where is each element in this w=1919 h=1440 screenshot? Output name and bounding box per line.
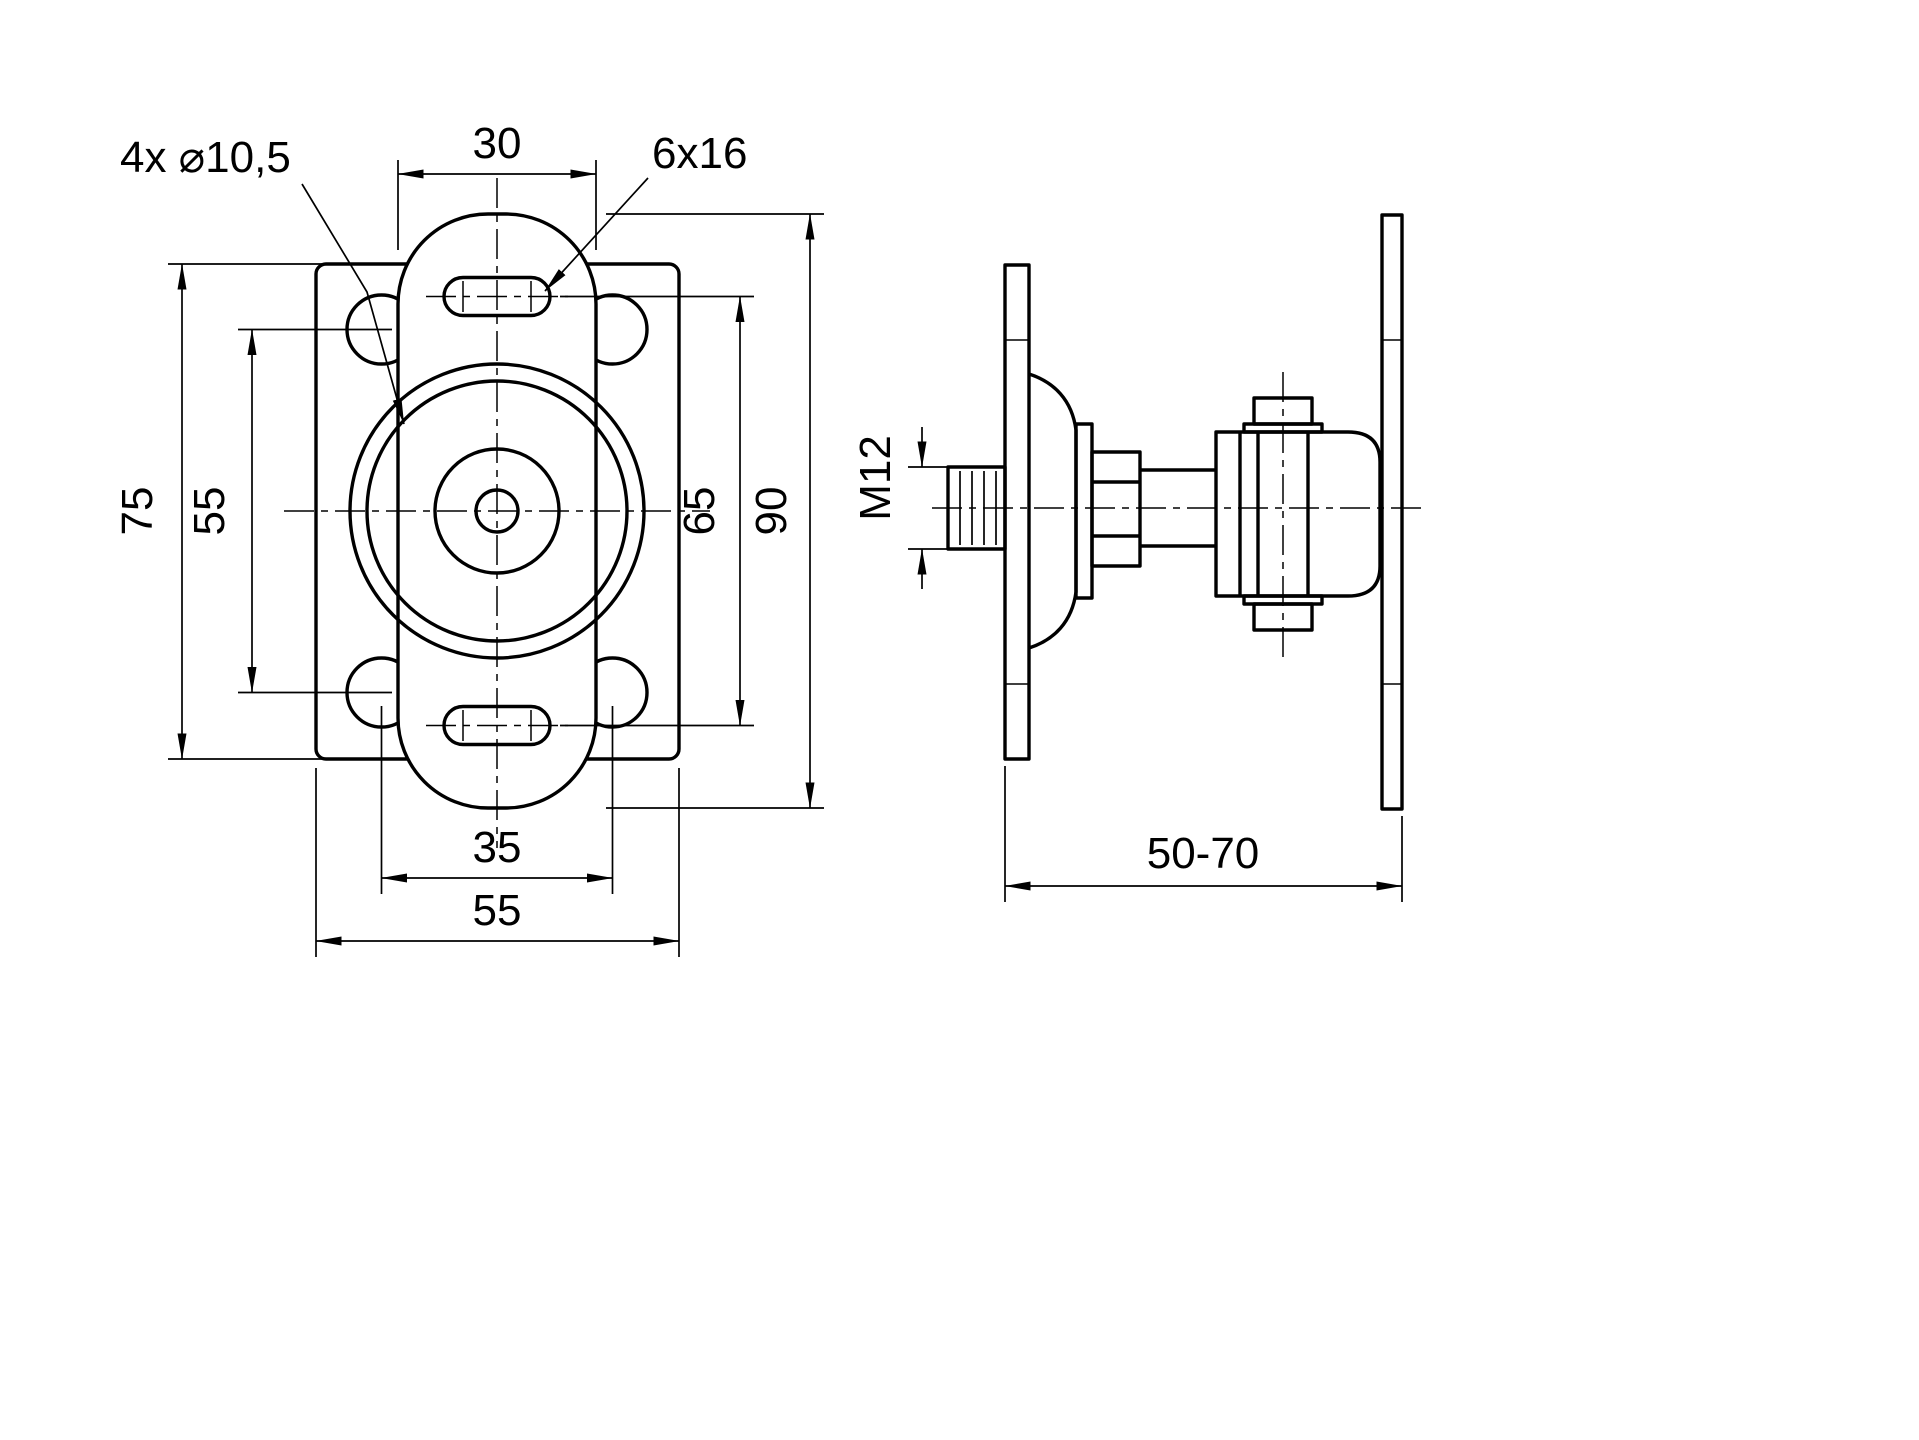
dim-text-slot-spacing-vertical: 65 — [675, 487, 724, 536]
dim-hole-spacing-horizontal: 35 — [380, 706, 614, 894]
slot-callout: 6x16 — [544, 129, 747, 292]
dim-text-strap-width: 30 — [473, 119, 522, 168]
slot-callout-label: 6x16 — [652, 129, 747, 178]
wall-plate-side — [1003, 263, 1031, 761]
front-view-drawing: 30 4x ⌀10,5 6x16 75 55 — [113, 119, 824, 957]
side-view-drawing: M12 50-70 — [851, 213, 1428, 902]
dim-plate-width: 55 — [315, 768, 680, 957]
hinge-bracket — [1214, 430, 1382, 598]
dim-strap-height: 90 — [606, 213, 824, 809]
dim-text-thread-size: M12 — [851, 435, 900, 521]
dim-slot-spacing-vertical: 65 — [560, 295, 754, 727]
dim-text-strap-height: 90 — [747, 487, 796, 536]
dim-text-plate-height: 75 — [113, 487, 162, 536]
dim-thread-size: M12 — [851, 427, 958, 589]
hole-callout-label: 4x ⌀10,5 — [120, 133, 291, 182]
dim-text-hole-spacing-horizontal: 35 — [473, 823, 522, 872]
dim-adjustment-range: 50-70 — [1004, 766, 1403, 902]
hole-callout: 4x ⌀10,5 — [120, 133, 405, 425]
pivot-boss-side — [1028, 372, 1078, 650]
dim-strap-width: 30 — [397, 119, 597, 250]
gate-profile-bar — [1380, 213, 1404, 811]
washer-flange-side — [1074, 422, 1094, 600]
dim-plate-height: 75 — [113, 263, 324, 760]
hex-nut-side — [1090, 450, 1142, 568]
dim-text-adjustment-range: 50-70 — [1147, 829, 1260, 878]
dim-text-hole-spacing-vertical: 55 — [185, 487, 234, 536]
dim-text-plate-width: 55 — [473, 886, 522, 935]
dim-hole-spacing-vertical: 55 — [185, 328, 392, 694]
